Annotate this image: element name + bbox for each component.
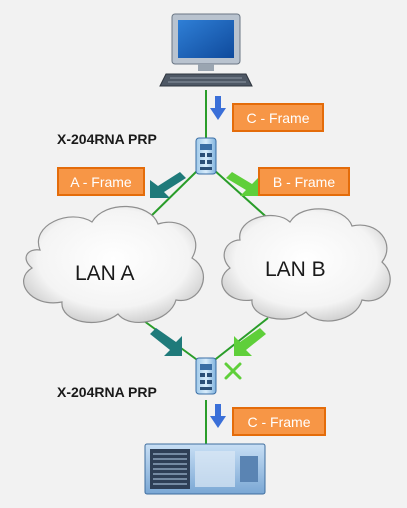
b-frame-label: B - Frame [258,167,350,196]
top-switch-label: X-204RNA PRP [57,131,157,147]
bottom-c-frame-label: C - Frame [232,407,326,436]
b-frame-arrow-lower [234,328,266,356]
discard-x-icon [224,362,242,380]
a-frame-arrow [150,172,186,198]
c-frame-down-arrow-top [210,96,226,120]
lan-a-cloud [23,205,204,324]
c-frame-down-arrow-bottom [210,404,226,428]
lan-b-label: LAN B [265,258,326,281]
b-frame-arrow [226,172,258,196]
lan-a-label: LAN A [75,262,135,285]
top-c-frame-label: C - Frame [232,103,324,132]
bottom-switch-label: X-204RNA PRP [57,384,157,400]
computer-icon [159,13,253,87]
top-switch-icon [195,137,217,175]
server-icon [144,443,266,495]
link-lan-b-switch [211,317,269,363]
link-switch-lan-a [144,169,199,223]
a-frame-arrow-lower [150,328,182,356]
bottom-switch-icon [195,357,217,395]
a-frame-label: A - Frame [57,167,145,196]
lan-b-cloud [221,208,391,322]
